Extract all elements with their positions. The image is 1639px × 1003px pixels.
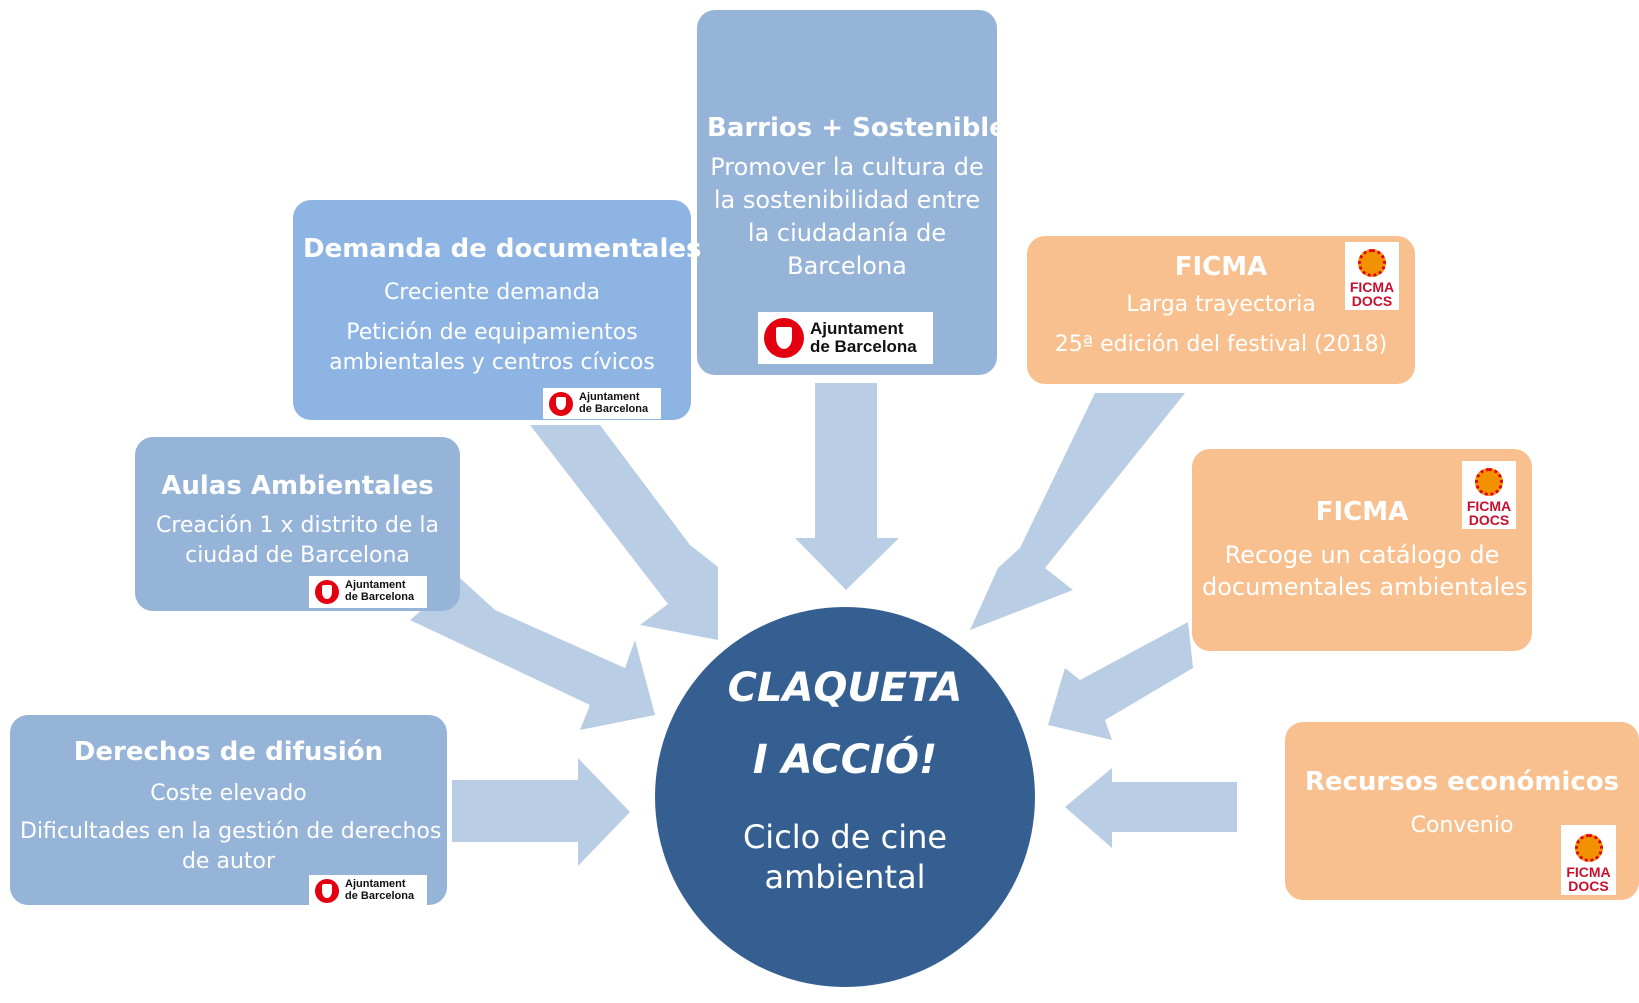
box-line: Creciente demanda: [383, 280, 601, 305]
arrow-from-ficma2: [1048, 622, 1193, 740]
logo-text: DOCS: [1351, 293, 1393, 309]
box-aulas-ambientales: Aulas Ambientales Creación 1 x distrito …: [135, 437, 460, 611]
ficma-docs-logo: FICMA DOCS: [1462, 461, 1516, 529]
logo-text: de Barcelona: [579, 402, 649, 415]
box-title: Barrios + Sostenibles: [707, 113, 1023, 143]
box-title: Demanda de documentales: [303, 234, 702, 264]
box-title: FICMA: [1315, 497, 1409, 527]
ficma-docs-logo: FICMA DOCS: [1561, 825, 1616, 895]
center-subtitle: Ciclo de cine ambiental: [655, 817, 1035, 897]
ajuntament-shield-icon: [315, 879, 339, 903]
ficma-sun-icon: [1358, 249, 1386, 277]
arrow-from-ficma1: [970, 393, 1185, 630]
box-line: ciudad de Barcelona: [185, 543, 410, 568]
arrow-from-barrios: [795, 383, 899, 590]
ajuntament-barcelona-logo: Ajuntament de Barcelona: [758, 312, 933, 364]
box-line: Barcelona: [787, 252, 907, 280]
box-line: Larga trayectoria: [1126, 292, 1316, 317]
center-subtitle-line2: ambiental: [764, 858, 926, 896]
box-title: Recursos económicos: [1304, 767, 1620, 797]
box-line: Recoge un catálogo de: [1224, 541, 1500, 569]
center-subtitle-line1: Ciclo de cine: [742, 818, 948, 856]
center-title-line2: I ACCIÓ!: [752, 737, 938, 783]
arrow-from-demanda: [530, 425, 718, 640]
logo-text: FICMA: [1466, 498, 1512, 514]
logo-text: Ajuntament: [345, 878, 406, 891]
center-circle: CLAQUETA I ACCIÓ! Ciclo de cine ambienta…: [655, 607, 1035, 987]
box-line: Coste elevado: [150, 781, 307, 806]
box-line: Convenio: [1410, 813, 1514, 838]
logo-text: FICMA: [1349, 279, 1395, 295]
ficma-docs-logo: FICMA DOCS: [1345, 242, 1399, 310]
box-title: Aulas Ambientales: [161, 471, 434, 501]
ajuntament-shield-icon: [764, 318, 804, 358]
logo-text: FICMA: [1566, 864, 1611, 880]
box-line: documentales ambientales: [1202, 573, 1528, 601]
logo-text: de Barcelona: [345, 591, 415, 603]
logo-text: Ajuntament: [810, 319, 904, 339]
box-line: de autor: [181, 849, 276, 874]
logo-text: Ajuntament: [579, 390, 640, 403]
logo-text: de Barcelona: [810, 337, 917, 356]
center-title-line1: CLAQUETA: [727, 665, 963, 711]
box-line: 25ª edición del festival (2018): [1054, 332, 1388, 357]
arrow-from-derechos: [452, 758, 630, 866]
ajuntament-barcelona-logo: Ajuntament de Barcelona: [543, 388, 661, 419]
ajuntament-shield-icon: [549, 391, 573, 416]
logo-text: Ajuntament: [345, 579, 406, 592]
box-line: la ciudadanía de: [747, 219, 947, 247]
arrow-from-aulas: [410, 578, 655, 730]
box-line: Dificultades en la gestión de derechos: [20, 819, 442, 844]
logo-text: de Barcelona: [345, 890, 415, 902]
box-demanda-documentales: Demanda de documentales Creciente demand…: [293, 200, 702, 420]
logo-text: DOCS: [1568, 878, 1609, 894]
box-title: FICMA: [1174, 252, 1268, 282]
box-title: Derechos de difusión: [73, 737, 384, 767]
ajuntament-shield-icon: [315, 580, 339, 604]
box-line: Creación 1 x distrito de la: [155, 513, 440, 538]
box-line: ambientales y centros cívicos: [329, 350, 655, 375]
box-barrios-sostenibles: Barrios + Sostenibles Promover la cultur…: [697, 10, 1023, 375]
box-line: Petición de equipamientos: [346, 320, 638, 345]
box-derechos-difusion: Derechos de difusión Coste elevado Dific…: [10, 715, 447, 905]
ficma-sun-icon: [1574, 834, 1603, 862]
ajuntament-barcelona-logo: Ajuntament de Barcelona: [309, 576, 427, 608]
box-line: Promover la cultura de: [710, 153, 984, 181]
box-line: la sostenibilidad entre: [713, 186, 981, 214]
logo-text: DOCS: [1468, 512, 1510, 528]
arrow-from-recursos: [1065, 768, 1237, 848]
ficma-sun-icon: [1475, 468, 1503, 496]
ajuntament-barcelona-logo: Ajuntament de Barcelona: [309, 875, 427, 907]
